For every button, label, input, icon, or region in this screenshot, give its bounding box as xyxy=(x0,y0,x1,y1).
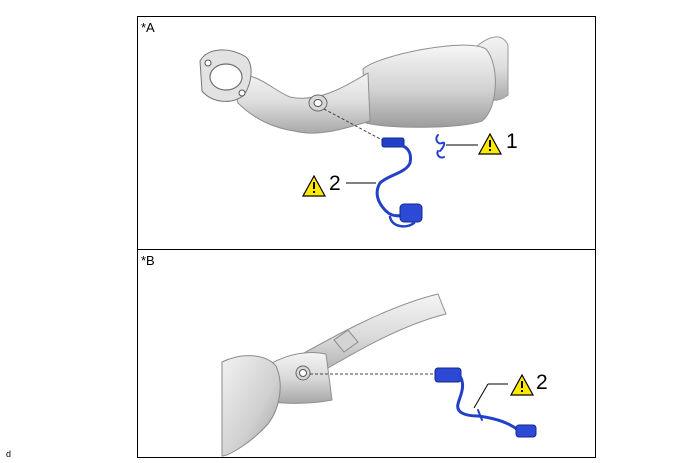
panel-b: *B xyxy=(137,249,596,458)
oxygen-sensor-b xyxy=(434,367,537,438)
caution-triangle-icon xyxy=(477,132,503,155)
figure-code: d xyxy=(6,449,12,459)
panel-a-label: *A xyxy=(141,20,155,35)
caution-triangle-icon xyxy=(509,373,535,396)
sensor-clip xyxy=(435,134,446,159)
exhaust-assembly-illustration-b xyxy=(221,293,537,457)
panel-b-label: *B xyxy=(141,253,155,268)
catalytic-converter xyxy=(362,44,496,128)
exhaust-assembly-illustration-a xyxy=(199,36,509,228)
exhaust-pipe-upper xyxy=(287,293,447,383)
front-exhaust-pipe xyxy=(229,72,371,134)
catalytic-converter-end xyxy=(221,355,281,457)
panel-a: *A xyxy=(137,16,596,250)
caution-triangle-icon xyxy=(301,174,327,197)
oxygen-sensor-a xyxy=(375,137,423,228)
callout-1: 1 xyxy=(506,130,518,153)
callout-2: 2 xyxy=(329,172,341,195)
callout-2-b: 2 xyxy=(536,371,548,394)
